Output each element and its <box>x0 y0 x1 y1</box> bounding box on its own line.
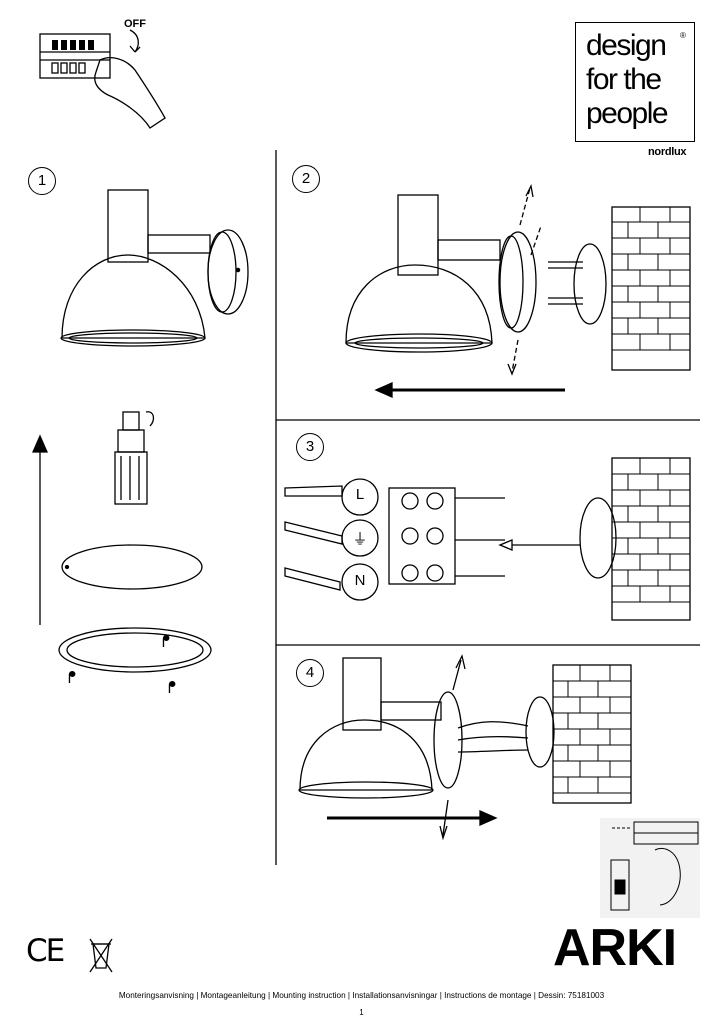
breaker-on-illustration <box>600 818 700 918</box>
footer-text: Monteringsanvisning | Montageanleitung |… <box>118 991 605 1000</box>
step-number-2: 2 <box>292 165 320 193</box>
off-label: OFF <box>124 18 146 30</box>
logo-line-1: design <box>586 29 667 62</box>
page-number: 1 <box>359 1008 364 1017</box>
logo-line-2: for the <box>586 63 662 96</box>
svg-text:ᖰ: ᖰ <box>168 678 176 697</box>
terminal-earth-label: ⏚ <box>352 530 368 548</box>
maker-name: nordlux <box>648 146 687 158</box>
terminal-live-label: L <box>355 486 365 503</box>
step3-wiring <box>284 457 691 621</box>
registered-mark: ® <box>680 31 686 40</box>
step1-disassembly: ᖰ ᖰ ᖰ <box>32 411 212 697</box>
terminal-neutral-label: N <box>354 572 366 589</box>
svg-text:ᖰ: ᖰ <box>162 632 170 651</box>
weee-bin-icon <box>89 938 113 973</box>
step1-lamp <box>60 189 249 347</box>
step2-illustration <box>345 183 691 398</box>
step-number-1: 1 <box>28 167 56 195</box>
brand-logo: design for the people ® <box>575 22 695 142</box>
breaker-off-illustration <box>39 29 166 129</box>
step-number-4: 4 <box>296 659 324 687</box>
step-number-3: 3 <box>296 433 324 461</box>
logo-line-3: people <box>586 97 669 130</box>
step4-illustration <box>298 654 632 841</box>
ce-mark: CE <box>26 933 65 969</box>
svg-text:ᖰ: ᖰ <box>68 668 76 687</box>
product-name: ARKI <box>553 919 677 977</box>
